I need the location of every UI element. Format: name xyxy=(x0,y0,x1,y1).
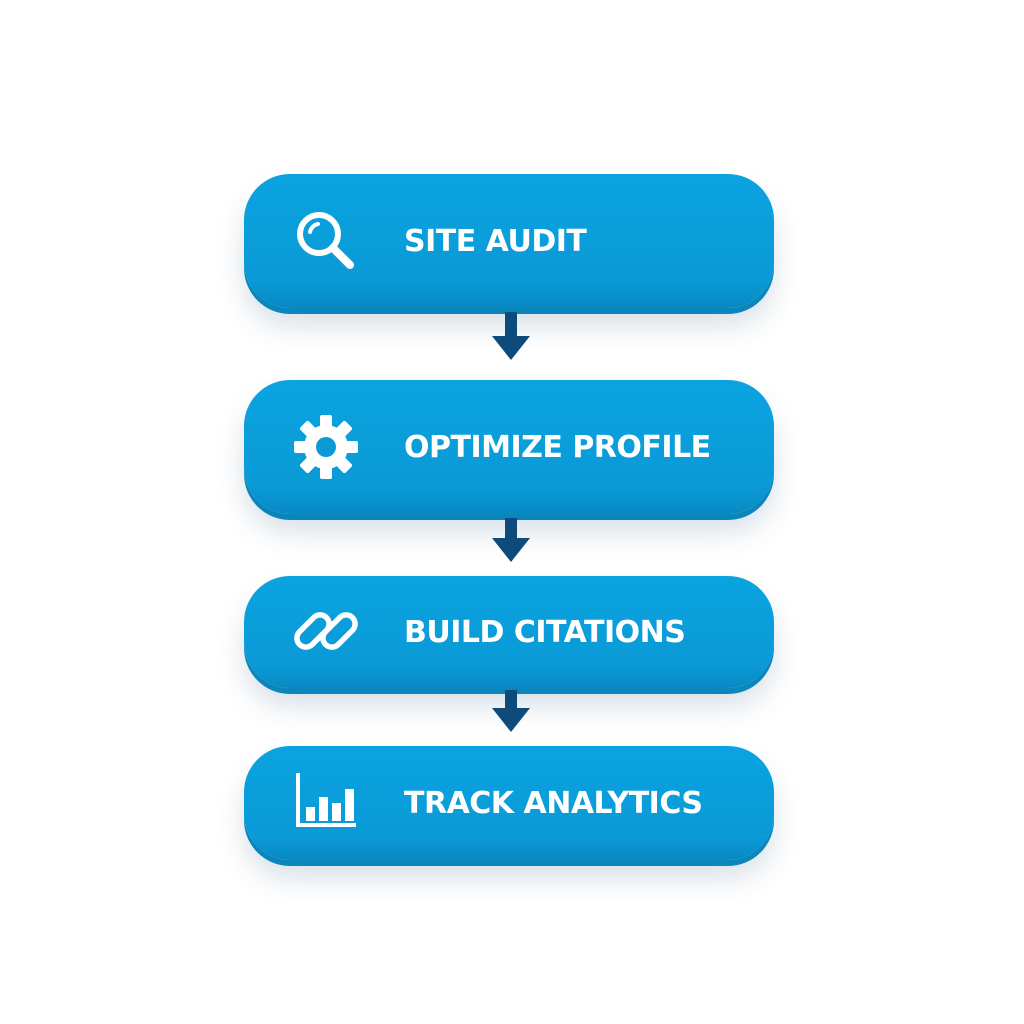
gear-icon xyxy=(288,409,364,485)
step-label: OPTIMIZE PROFILE xyxy=(404,429,711,465)
down-arrow-icon xyxy=(490,690,532,734)
step-site-audit: SITE AUDIT xyxy=(244,174,774,308)
down-arrow-icon xyxy=(490,312,532,362)
step-track-analytics: TRACK ANALYTICS xyxy=(244,746,774,860)
step-label: SITE AUDIT xyxy=(404,223,587,259)
step-label: TRACK ANALYTICS xyxy=(404,785,703,821)
step-build-citations: BUILD CITATIONS xyxy=(244,576,774,688)
step-label: BUILD CITATIONS xyxy=(404,614,686,650)
link-icon xyxy=(288,594,364,670)
bar-chart-icon xyxy=(288,765,364,841)
down-arrow-icon xyxy=(490,518,532,564)
search-icon xyxy=(288,203,364,279)
step-optimize-profile: OPTIMIZE PROFILE xyxy=(244,380,774,514)
